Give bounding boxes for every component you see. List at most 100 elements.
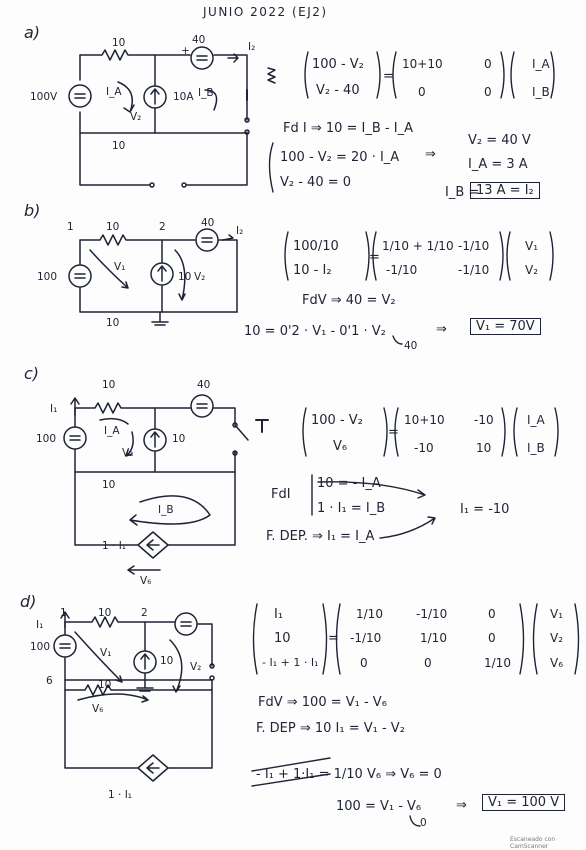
c-fdi-label: FdI xyxy=(271,487,291,502)
c-matrix-m21: -10 xyxy=(414,441,434,455)
b-substitution: 40 xyxy=(404,340,418,352)
a-fdi-equation: Fd I ⇒ 10 = I_B - I_A xyxy=(283,121,413,136)
b-resistor-1-label: 10 xyxy=(106,221,120,233)
d-matrix-m11: 1/10 xyxy=(356,607,383,621)
d-matrix-m13: 0 xyxy=(488,607,496,621)
a-result-v2: V₂ = 40 V xyxy=(468,133,531,148)
d-matrix-m12: -1/10 xyxy=(416,607,448,621)
part-b-label: b) xyxy=(24,201,41,220)
c-matrix-m22: 10 xyxy=(476,441,492,455)
a-matrix-m12: 0 xyxy=(484,57,492,71)
d-matrix-lhs-1: I₁ xyxy=(274,607,284,622)
a-resistor-1-label: 10 xyxy=(112,37,126,49)
d-matrix-x1: V₁ xyxy=(550,607,564,621)
b-current-i2-label: I₂ xyxy=(236,225,244,237)
part-c-label: c) xyxy=(24,364,40,383)
c-matrix-m12: -10 xyxy=(474,413,494,427)
d-node-1-label: 1 xyxy=(60,607,67,619)
d-dependent-equation: F. DEP ⇒ 10 I₁ = V₁ - V₂ xyxy=(256,721,405,736)
b-current-source-label: 10 xyxy=(178,271,192,283)
a-matrix-lhs-2: V₂ - 40 xyxy=(316,83,360,98)
a-matrix-equals: = xyxy=(383,69,394,84)
part-a-label: a) xyxy=(24,23,41,42)
d-node-6-label: 6 xyxy=(46,675,53,687)
b-result-box: V₁ = 70V xyxy=(470,318,541,335)
b-arrow: ⇒ xyxy=(436,322,447,337)
a-current-source-label: 10A xyxy=(173,91,194,103)
d-node-2-label: 2 xyxy=(141,607,148,619)
c-result: I₁ = -10 xyxy=(460,502,510,517)
c-v2-label: V₂ xyxy=(122,447,134,459)
d-current-source-label: 10 xyxy=(160,655,174,667)
c-dependent-source-label: 1 · I₁ xyxy=(102,540,126,552)
b-node-equation: 10 = 0'2 · V₁ - 0'1 · V₂ xyxy=(244,324,386,339)
d-voltage-100-label: 100 xyxy=(30,641,51,653)
c-v6-label: V₆ xyxy=(140,575,152,587)
b-matrix-x2: V₂ xyxy=(525,263,539,277)
a-matrix-x1: I_A xyxy=(532,57,550,71)
c-i1-label: I₁ xyxy=(50,403,58,415)
d-dependent-source-label: 1 · I₁ xyxy=(108,789,132,801)
a-mesh-ia-label: I_A xyxy=(106,86,122,98)
d-matrix-lhs-3: - I₁ + 1 · I₁ xyxy=(262,656,319,669)
page-title: JUNIO 2022 (EJ2) xyxy=(203,5,328,19)
c-fdi-eq-1: 10 = - I_A xyxy=(317,476,381,491)
circuit-d xyxy=(53,611,215,782)
d-equation-4: 100 = V₁ - V₆ xyxy=(336,799,422,814)
b-matrix-m21: -1/10 xyxy=(386,263,418,277)
c-mesh-ia-label: I_A xyxy=(104,425,120,437)
b-fdv-equation: FdV ⇒ 40 = V₂ xyxy=(302,293,396,308)
part-d-label: d) xyxy=(20,592,37,611)
d-equation-3: - I₁ + 1·I₁ = 1/10 V₆ ⇒ V₆ = 0 xyxy=(256,767,442,782)
a-matrix-m22: 0 xyxy=(484,85,492,99)
c-matrix-equals: = xyxy=(388,425,399,440)
a-v2-label: V₂ xyxy=(130,111,142,123)
a-voltage-100v-label: 100V xyxy=(30,91,58,103)
a-plus-sign: + xyxy=(181,45,190,57)
a-arrow: ⇒ xyxy=(425,147,436,162)
b-matrix-x1: V₁ xyxy=(525,239,539,253)
b-voltage-100-label: 100 xyxy=(37,271,58,283)
d-matrix-m31: 0 xyxy=(360,656,368,670)
c-dependent-equation: F. DEP. ⇒ I₁ = I_A xyxy=(266,529,375,544)
b-matrix-lhs-1: 100/10 xyxy=(293,239,339,254)
circuit-a xyxy=(68,46,276,188)
a-resistor-2-label: 10 xyxy=(112,140,126,152)
b-matrix-m12: -1/10 xyxy=(458,239,490,253)
circuit-b xyxy=(68,228,238,326)
b-matrix-equals: = xyxy=(369,250,380,265)
b-v1-label: V₁ xyxy=(114,261,126,273)
c-source-40-label: 40 xyxy=(197,379,211,391)
d-matrix-m23: 0 xyxy=(488,631,496,645)
c-matrix-lhs-2: V₆ xyxy=(333,439,348,454)
a-result-ib-box: 13 A = I₂ xyxy=(470,182,540,199)
b-v2-label: V₂ xyxy=(194,271,206,283)
d-result-box: V₁ = 100 V xyxy=(482,794,566,811)
c-matrix-x1: I_A xyxy=(527,413,545,427)
d-i1-label: I₁ xyxy=(36,619,44,631)
b-matrix-lhs-2: 10 - I₂ xyxy=(293,263,332,278)
d-matrix-m32: 0 xyxy=(424,656,432,670)
a-system-eq-2: V₂ - 40 = 0 xyxy=(280,175,352,190)
d-substitution: 0 xyxy=(420,817,427,829)
c-matrix-m11: 10+10 xyxy=(404,413,445,427)
d-fdv-equation: FdV ⇒ 100 = V₁ - V₆ xyxy=(258,695,387,710)
c-fdi-eq-2: 1 · I₁ = I_B xyxy=(317,501,386,516)
b-node-1-label: 1 xyxy=(67,221,74,233)
a-source-40-label: 40 xyxy=(192,34,206,46)
a-matrix-lhs-1: 100 - V₂ xyxy=(312,57,364,72)
c-matrix-x2: I_B xyxy=(527,441,545,455)
d-matrix-lhs-2: 10 xyxy=(274,631,291,646)
b-resistor-2-label: 10 xyxy=(106,317,120,329)
a-mesh-ib-label: I_B xyxy=(198,87,214,99)
a-matrix-m21: 0 xyxy=(418,85,426,99)
a-matrix-x2: I_B xyxy=(532,85,550,99)
d-v1-label: V₁ xyxy=(100,647,112,659)
d-matrix-x3: V₆ xyxy=(550,656,564,670)
c-matrix-lhs-1: 100 - V₂ xyxy=(311,413,363,428)
matrix-brackets xyxy=(251,51,580,827)
b-matrix-m22: -1/10 xyxy=(458,263,490,277)
d-matrix-equals: = xyxy=(328,631,339,646)
b-node-2-label: 2 xyxy=(159,221,166,233)
